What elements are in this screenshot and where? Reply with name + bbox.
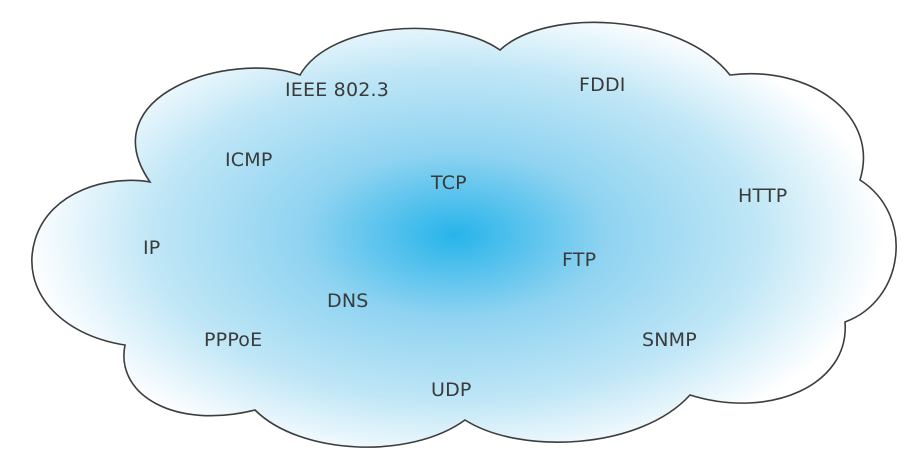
protocol-http: HTTP xyxy=(738,185,788,207)
protocol-ftp: FTP xyxy=(562,249,597,271)
protocol-ieee-802-3: IEEE 802.3 xyxy=(285,79,390,101)
protocol-icmp: ICMP xyxy=(225,149,273,171)
cloud-shape xyxy=(31,21,897,448)
protocol-tcp: TCP xyxy=(431,172,467,194)
protocol-pppoe: PPPoE xyxy=(204,329,263,351)
protocol-fddi: FDDI xyxy=(579,74,626,96)
protocol-ip: IP xyxy=(143,237,161,259)
protocol-udp: UDP xyxy=(431,379,472,401)
protocol-snmp: SNMP xyxy=(642,329,697,351)
protocol-dns: DNS xyxy=(327,290,369,312)
